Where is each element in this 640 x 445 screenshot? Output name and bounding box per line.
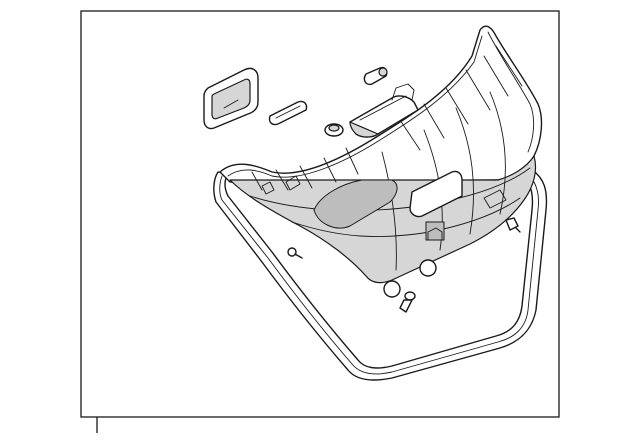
clip xyxy=(268,100,308,126)
latch-recess xyxy=(409,170,463,218)
pushpin xyxy=(505,217,521,233)
handle xyxy=(349,83,419,138)
plug xyxy=(363,66,388,86)
plug xyxy=(419,259,437,277)
lamp-bezel xyxy=(203,67,259,130)
retainer xyxy=(324,123,344,137)
trim-panel xyxy=(219,25,543,284)
plug xyxy=(383,280,401,298)
pushpin xyxy=(287,247,303,259)
bolt xyxy=(399,291,416,313)
trim-pocket xyxy=(313,179,398,229)
